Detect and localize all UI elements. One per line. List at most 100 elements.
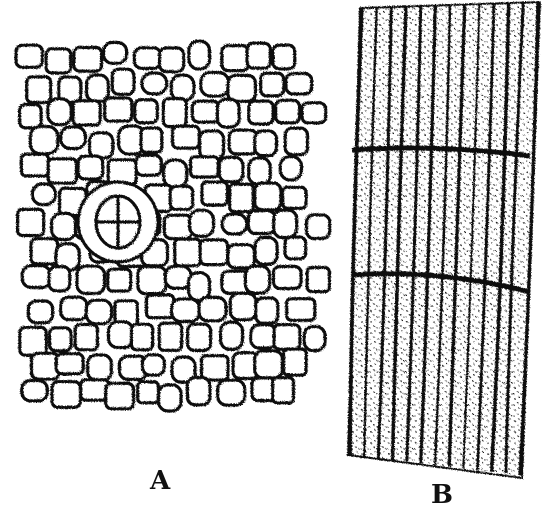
cell xyxy=(140,71,169,96)
cell xyxy=(26,299,55,325)
cell xyxy=(59,125,87,151)
cell xyxy=(253,129,278,158)
cell xyxy=(29,237,60,266)
cell xyxy=(104,381,136,411)
cell xyxy=(87,131,115,160)
stoma-division xyxy=(96,196,140,248)
cell xyxy=(139,126,164,154)
panel-b-fiber-tissue xyxy=(346,0,542,480)
cell xyxy=(284,71,314,96)
cell xyxy=(49,211,78,242)
fiber-wall xyxy=(376,6,393,459)
cell xyxy=(220,212,249,236)
cell xyxy=(198,238,230,267)
cell xyxy=(271,43,297,71)
cell xyxy=(217,155,245,184)
fiber-wall xyxy=(405,5,423,462)
cell xyxy=(19,152,50,178)
cell xyxy=(157,383,183,413)
cell xyxy=(86,353,113,382)
cell xyxy=(245,41,272,70)
cell xyxy=(173,237,202,268)
cell xyxy=(162,213,194,241)
cell xyxy=(274,98,302,125)
cell xyxy=(190,99,221,124)
cell xyxy=(106,158,138,186)
cell xyxy=(246,209,277,236)
cell xyxy=(14,43,44,69)
cell xyxy=(16,207,46,238)
fiber-wall xyxy=(476,3,496,471)
fiber-wall xyxy=(518,1,540,476)
fiber-wall xyxy=(348,7,364,456)
fiber-wall xyxy=(462,3,481,469)
cell xyxy=(71,99,102,127)
cell xyxy=(140,353,166,377)
cell xyxy=(20,264,53,290)
cell xyxy=(282,347,308,377)
cell xyxy=(302,324,327,353)
cell xyxy=(136,265,168,296)
cell xyxy=(18,102,43,130)
cell xyxy=(110,67,136,96)
cell xyxy=(186,322,213,353)
cell xyxy=(283,126,310,157)
cell xyxy=(84,73,110,104)
panel-a-label: A xyxy=(150,466,171,496)
cell xyxy=(254,296,280,325)
cell xyxy=(157,321,184,352)
fiber-wall xyxy=(363,7,378,457)
cell xyxy=(106,320,135,350)
cell xyxy=(46,157,79,185)
cell xyxy=(54,352,85,376)
cell xyxy=(199,354,230,382)
cell xyxy=(129,322,155,352)
cell xyxy=(228,182,255,214)
cell xyxy=(243,264,272,295)
fiber-wall xyxy=(390,6,408,461)
cell xyxy=(73,322,99,352)
cell xyxy=(227,128,259,156)
cell xyxy=(144,293,176,320)
cell xyxy=(59,295,89,322)
cell xyxy=(170,124,201,150)
cell xyxy=(219,320,245,352)
cell xyxy=(18,325,48,357)
cell xyxy=(271,264,303,291)
cell xyxy=(198,129,226,161)
cell xyxy=(169,73,196,102)
cell xyxy=(50,380,82,410)
cell xyxy=(283,235,308,261)
cell xyxy=(20,378,49,403)
cell xyxy=(228,291,258,322)
cross-wall xyxy=(351,271,531,295)
cell xyxy=(304,213,332,241)
cell xyxy=(253,181,283,212)
cell xyxy=(216,378,247,407)
cell xyxy=(253,349,284,380)
cell xyxy=(162,158,189,189)
fiber-wall xyxy=(419,5,437,464)
cell xyxy=(84,298,114,326)
cell xyxy=(189,155,220,179)
cell xyxy=(134,153,163,177)
cell xyxy=(278,154,304,182)
cell xyxy=(247,156,272,186)
cross-wall xyxy=(351,145,531,159)
cell xyxy=(75,264,107,296)
cell xyxy=(76,154,105,181)
cell xyxy=(280,185,308,210)
cell xyxy=(253,235,279,266)
cell xyxy=(247,99,275,126)
fiber-wall xyxy=(504,2,525,474)
fiber-wall xyxy=(447,4,467,467)
cell xyxy=(28,124,60,156)
cell xyxy=(103,96,134,123)
fiber-wall xyxy=(489,2,511,472)
cell xyxy=(226,73,257,103)
cell xyxy=(185,376,212,407)
cell xyxy=(300,101,328,125)
cell xyxy=(215,97,241,129)
cell xyxy=(136,380,160,405)
